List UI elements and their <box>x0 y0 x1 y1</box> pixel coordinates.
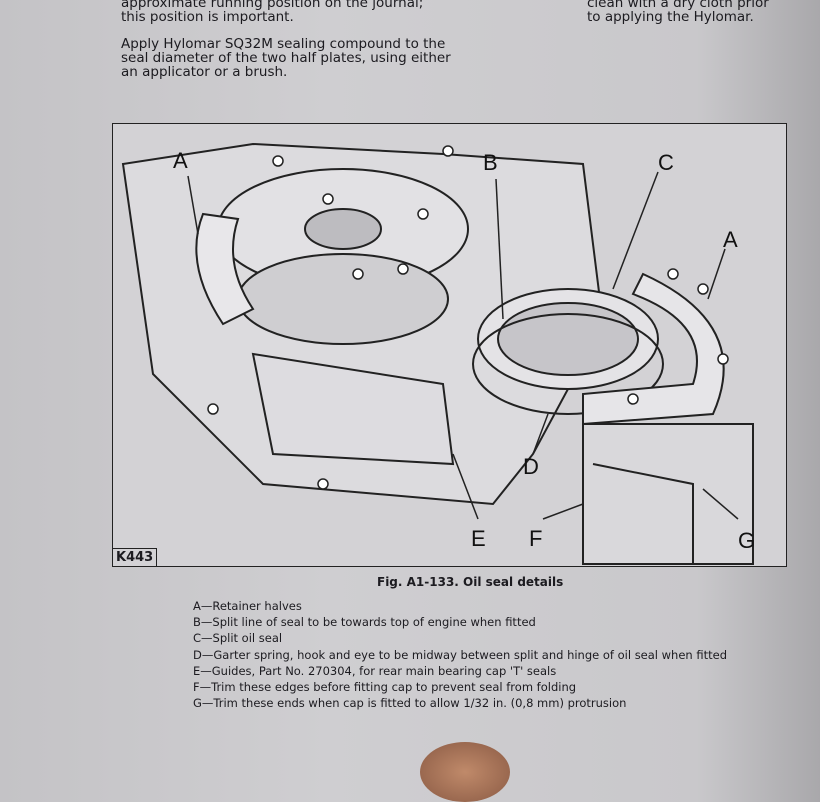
label-d-garter-spring: D <box>523 454 539 479</box>
oil-seal-illustration: A B C A D E F G K443 <box>112 123 787 567</box>
legend-item-d: D—Garter spring, hook and eye to be midw… <box>193 647 728 662</box>
legend-item-b: B—Split line of seal to be towards top o… <box>193 615 536 630</box>
thumb <box>420 742 510 802</box>
left-paragraph-1: approximate running position on the jour… <box>121 0 424 25</box>
left-paragraph-2: Apply Hylomar SQ32M sealing compound to … <box>121 36 451 80</box>
label-g-trim-ends: G <box>738 528 756 553</box>
label-a-retainer-left: A <box>173 148 188 173</box>
label-b-split-line: B <box>483 150 498 175</box>
legend-item-c: C—Split oil seal <box>193 631 283 646</box>
legend-item-f: F—Trim these edges before fitting cap to… <box>193 680 577 695</box>
legend-item-e: E—Guides, Part No. 270304, for rear main… <box>193 663 557 678</box>
right-paragraph-1: clean with a dry cloth prior to applying… <box>587 0 769 25</box>
figure-caption: Fig. A1-133. Oil seal details <box>377 575 564 589</box>
label-e-guides: E <box>471 526 486 551</box>
label-f-trim-edges: F <box>529 526 543 551</box>
engine-drawing <box>121 142 754 565</box>
legend-item-a: A—Retainer halves <box>193 599 302 613</box>
label-a-retainer-right: A <box>723 227 738 252</box>
label-c-split-oil-seal: C <box>658 150 674 175</box>
figure-reference-number: K443 <box>113 548 158 566</box>
figure-legend: A—Retainer halves B—Split line of seal t… <box>193 598 727 711</box>
legend-item-g: G—Trim these ends when cap is fitted to … <box>193 696 627 711</box>
